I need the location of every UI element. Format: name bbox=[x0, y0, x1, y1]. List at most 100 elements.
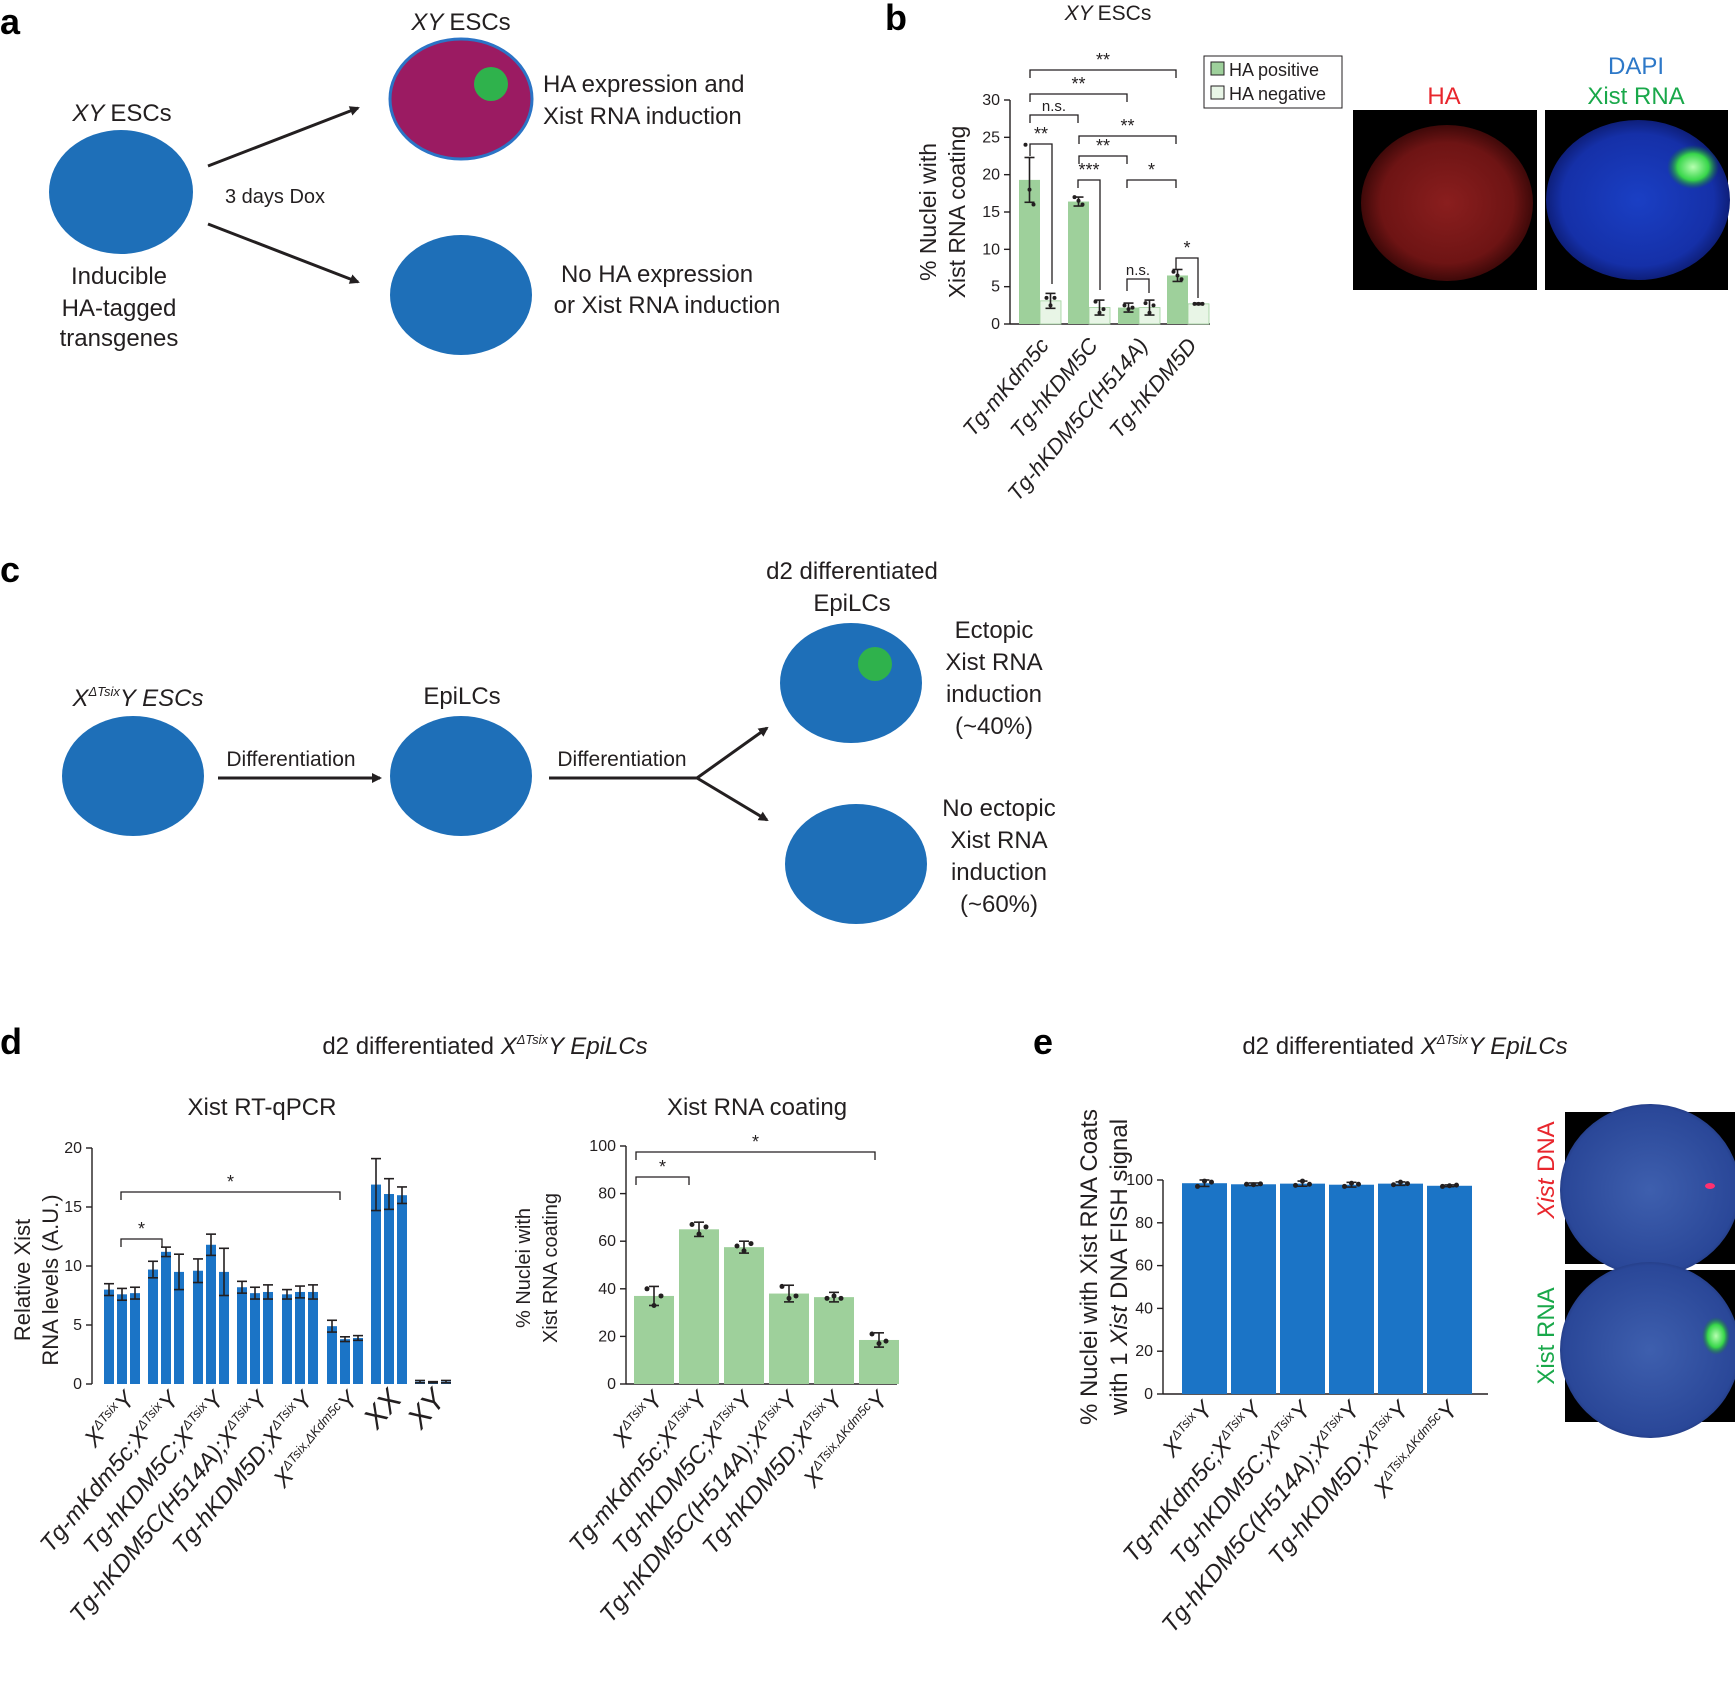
chart-b-sig-pair-3-label: n.s. bbox=[1126, 262, 1150, 279]
legend-b-label-positive: HA positive bbox=[1229, 60, 1319, 80]
chart-b-point-1-1-2 bbox=[1101, 307, 1106, 312]
chart-b-bar-3-0 bbox=[1167, 275, 1188, 324]
panel-e-letter: e bbox=[1033, 1021, 1053, 1062]
panel-e-title: d2 differentiated XΔTsixY EpiLCs bbox=[1242, 1032, 1567, 1060]
chart-b-sig-1-4-line bbox=[1029, 69, 1177, 78]
chart-d2-point-3-0 bbox=[779, 1283, 785, 1289]
chart-b-y-tick-label-2: 10 bbox=[982, 241, 1000, 258]
chart-b-sig-2-3-line bbox=[1078, 155, 1128, 164]
chart-b-point-0-1-1 bbox=[1048, 303, 1053, 308]
chart-b-bar-3-1 bbox=[1187, 303, 1210, 325]
c-start-cell bbox=[62, 716, 204, 836]
c-top-outcome-2: Xist RNA bbox=[945, 649, 1042, 676]
chart-e-y-tick-label-4: 80 bbox=[1135, 1215, 1153, 1232]
chart-e-point-1-1 bbox=[1251, 1182, 1256, 1188]
micrograph-xist-dna-label: Xist DNA bbox=[1533, 1121, 1560, 1219]
chart-d1-bar-3-0 bbox=[237, 1287, 247, 1384]
chart-b-y-tick-label-1: 5 bbox=[991, 279, 1000, 296]
left-cell-caption-2: HA-tagged bbox=[62, 295, 177, 322]
chart-e-bar-0 bbox=[1182, 1183, 1227, 1394]
chart-e-bar-3 bbox=[1329, 1184, 1374, 1394]
c-step2: Differentiation bbox=[557, 748, 686, 771]
c-arrow-up bbox=[696, 726, 769, 780]
chart-d1-bar-2-1 bbox=[206, 1244, 216, 1384]
chart-d2-bar-1 bbox=[679, 1229, 719, 1384]
panel-d-sub2: Xist RNA coating bbox=[667, 1094, 847, 1121]
c-bottom-cell bbox=[785, 804, 927, 924]
chart-d2-point-4-0 bbox=[824, 1295, 830, 1301]
chart-b-sig-pair-1-label: ** bbox=[1034, 124, 1048, 144]
legend-b-label-negative: HA negative bbox=[1229, 84, 1326, 104]
chart-b-sig-1-3-label: ** bbox=[1071, 74, 1085, 94]
chart-e-point-2-2 bbox=[1307, 1181, 1312, 1187]
chart-d2-y-tick-label-3: 60 bbox=[598, 1233, 616, 1250]
panel-c-letter: c bbox=[0, 549, 20, 590]
micrograph-xist-rna-cloud bbox=[1702, 1317, 1730, 1355]
chart-d1-bar-5-2 bbox=[353, 1337, 363, 1384]
panel-d: d d2 differentiated XΔTsixY EpiLCs Xist … bbox=[0, 1021, 899, 1628]
chart-e-y-tick-label-3: 60 bbox=[1135, 1258, 1153, 1275]
chart-e: 020406080100XΔTsixYTg-mKdm5c;XΔTsixYTg-h… bbox=[1118, 1172, 1488, 1638]
micrograph-xist-rna-nucleus bbox=[1560, 1262, 1735, 1438]
chart-d2-y-tick-label-0: 0 bbox=[607, 1376, 616, 1393]
chart-d2-bar-2 bbox=[724, 1247, 764, 1384]
legend-b-swatch-positive bbox=[1210, 61, 1225, 76]
chart-d1-bar-4-2 bbox=[308, 1291, 318, 1384]
chart-b-point-2-0-2 bbox=[1130, 305, 1135, 310]
c-arrow-down bbox=[696, 776, 769, 822]
chart-d1-y-tick-label-2: 10 bbox=[64, 1258, 82, 1275]
chart-d2-point-5-2 bbox=[883, 1338, 889, 1344]
chart-d1-bar-0-0 bbox=[104, 1289, 114, 1384]
chart-d2-point-0-1 bbox=[651, 1302, 657, 1308]
chart-d1-bar-1-1 bbox=[161, 1251, 171, 1384]
c-top-cell bbox=[780, 623, 922, 743]
chart-d2-point-1-1 bbox=[696, 1231, 702, 1237]
chart-b-point-1-0-1 bbox=[1076, 198, 1081, 203]
chart-b-sig-2-4-label: ** bbox=[1120, 116, 1134, 136]
chart-b-bar-2-0 bbox=[1118, 307, 1139, 324]
chart-b-sig-2-3-label: ** bbox=[1096, 136, 1110, 156]
chart-d1-ylabel-2: RNA levels (A.U.) bbox=[38, 1194, 63, 1365]
chart-d2-y-tick-label-1: 20 bbox=[598, 1328, 616, 1345]
chart-d2-point-1-0 bbox=[689, 1222, 695, 1228]
chart-b-point-2-1-0 bbox=[1143, 301, 1148, 306]
top-outcome-1: HA expression and bbox=[543, 71, 744, 98]
chart-d1-y-tick-label-0: 0 bbox=[73, 1376, 82, 1393]
left-cell-caption-3: transgenes bbox=[60, 325, 179, 352]
chart-d1-y-tick-label-4: 20 bbox=[64, 1140, 82, 1157]
chart-b-point-2-0-0 bbox=[1122, 303, 1127, 308]
chart-d1-bar-3-1 bbox=[250, 1293, 260, 1384]
chart-b-point-3-0-1 bbox=[1175, 273, 1180, 278]
chart-b-sig-3-4-label: * bbox=[1148, 160, 1155, 180]
chart-b-sig-3-4-line bbox=[1126, 179, 1177, 188]
chart-e-point-0-1 bbox=[1202, 1178, 1207, 1184]
c-top-title-2: EpiLCs bbox=[813, 590, 890, 617]
chart-e-point-1-2 bbox=[1258, 1181, 1263, 1187]
chart-e-point-1-0 bbox=[1244, 1181, 1249, 1187]
chart-b-sig-1-4-label: ** bbox=[1096, 50, 1110, 70]
arrow-down bbox=[207, 222, 360, 284]
c-xist-cloud bbox=[858, 647, 892, 681]
micrograph-ha-label: HA bbox=[1427, 83, 1460, 110]
chart-e-point-5-2 bbox=[1454, 1182, 1459, 1188]
chart-d1-bar-4-1 bbox=[295, 1291, 305, 1384]
chart-b-point-2-1-2 bbox=[1151, 303, 1156, 308]
chart-b-point-0-0-1 bbox=[1027, 187, 1032, 192]
chart-d1-bar-2-2 bbox=[219, 1271, 229, 1384]
chart-d2-point-0-2 bbox=[658, 1293, 664, 1299]
chart-b-point-3-0-2 bbox=[1179, 277, 1184, 282]
chart-d2-point-1-2 bbox=[703, 1224, 709, 1230]
chart-d2-point-4-1 bbox=[831, 1293, 837, 1299]
chart-b-sig-pair-3-line bbox=[1126, 278, 1150, 293]
c-top-outcome-1: Ectopic bbox=[955, 617, 1034, 644]
chart-b-sig-1-2-line bbox=[1029, 114, 1079, 123]
chart-d1-bar-6-0 bbox=[371, 1184, 381, 1384]
chart-b-sig-pair-4-line bbox=[1175, 257, 1199, 298]
chart-e-point-4-2 bbox=[1405, 1181, 1410, 1187]
chart-d2-y-tick-label-4: 80 bbox=[598, 1186, 616, 1203]
panel-c-start-label: XΔTsixY ESCs bbox=[72, 684, 204, 712]
chart-b-point-3-1-0 bbox=[1192, 301, 1197, 306]
chart-d1-bar-3-2 bbox=[263, 1291, 273, 1384]
